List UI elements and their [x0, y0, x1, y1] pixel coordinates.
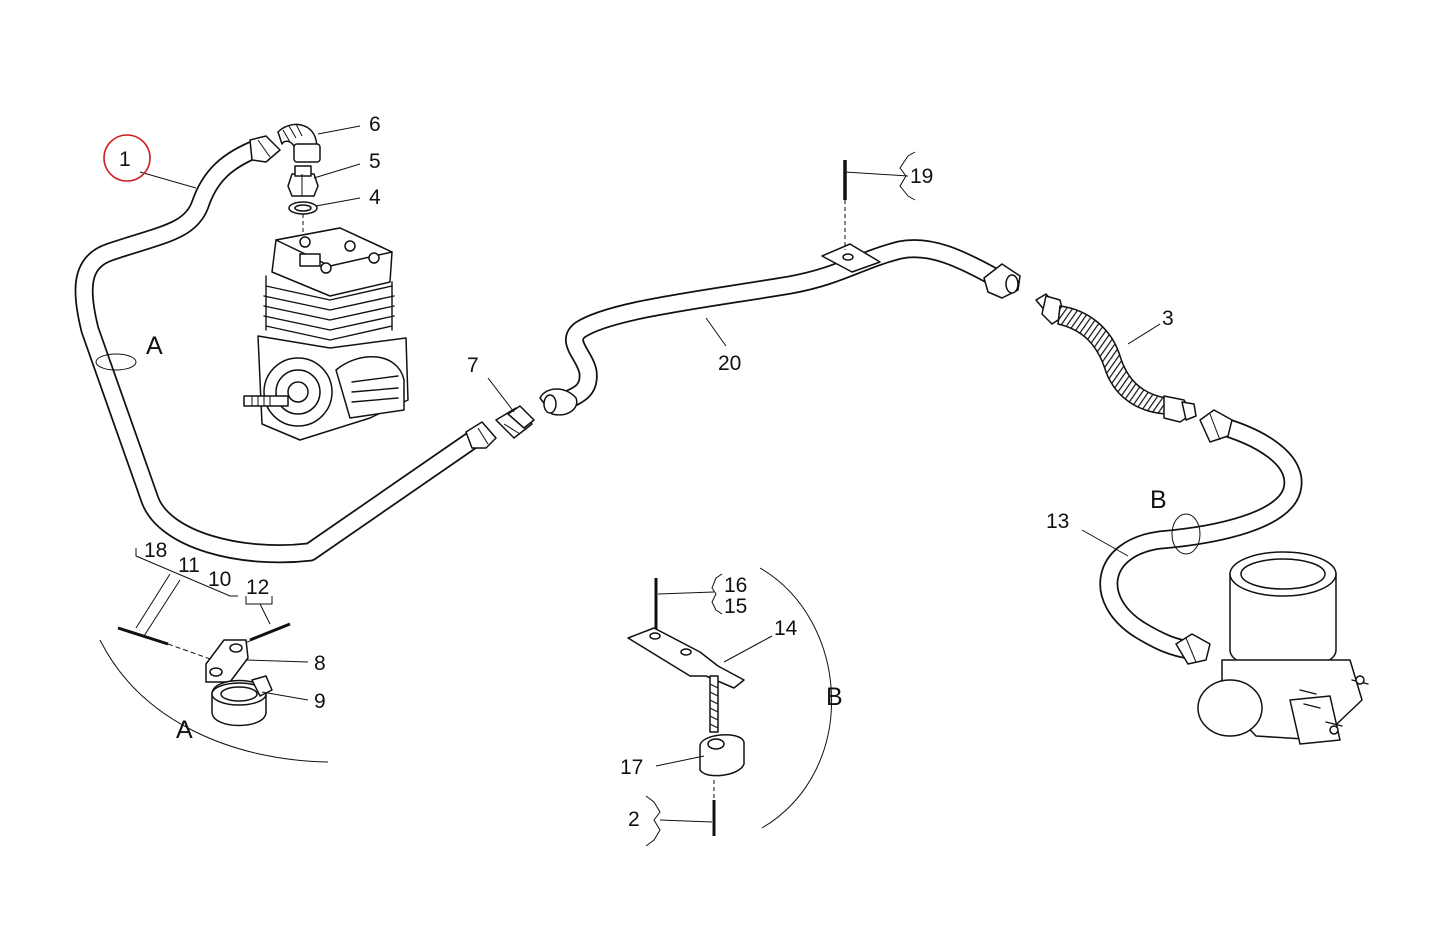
callout-15: 15 [724, 595, 747, 618]
callout-11: 11 [178, 554, 200, 577]
pipe-13-top-nut [1199, 409, 1233, 443]
pipe-1-top-nut [249, 135, 281, 163]
callout-5: 5 [369, 150, 381, 173]
callout-20: 20 [718, 352, 741, 375]
bracket-14 [627, 627, 745, 689]
callout-16: 16 [724, 574, 747, 597]
callout-17: 17 [620, 756, 643, 779]
callout-13: 13 [1046, 510, 1069, 533]
washer-4 [288, 201, 318, 215]
pipe-13-bottom-nut [1175, 633, 1211, 665]
leader-lines [135, 125, 1161, 847]
callout-14: 14 [774, 617, 798, 640]
section-a-label: A [146, 332, 163, 360]
callout-1: 1 [119, 148, 131, 171]
callout-19: 19 [910, 165, 933, 188]
detail-a [99, 622, 329, 763]
callout-18: 18 [144, 539, 167, 562]
callout-9: 9 [314, 690, 326, 713]
callout-8: 8 [314, 652, 326, 675]
callout-3: 3 [1162, 307, 1174, 330]
callout-7: 7 [467, 354, 479, 377]
callout-4: 4 [369, 186, 381, 209]
pipe-1 [74, 135, 497, 564]
callout-12: 12 [246, 576, 269, 599]
adapter-7 [495, 405, 535, 439]
hose-3 [1035, 293, 1197, 423]
detail-a-arc [99, 639, 329, 763]
detail-a-label: A [176, 716, 193, 744]
adapter-5 [287, 165, 319, 197]
callout-10: 10 [208, 568, 231, 591]
pipe-20 [539, 239, 1021, 416]
highlight-circle-item-1 [103, 134, 151, 182]
section-a-marker [95, 353, 137, 371]
pipe-1-bottom-nut [465, 421, 497, 449]
section-b-label: B [1150, 486, 1167, 514]
callout-6: 6 [369, 113, 381, 136]
pipe-13 [1099, 409, 1303, 665]
section-b-marker [1171, 513, 1201, 555]
detail-b-arc [759, 567, 832, 829]
detail-b-label: B [826, 683, 843, 711]
air-dryer [1197, 551, 1369, 745]
callout-2: 2 [628, 808, 640, 831]
detail-b [627, 567, 832, 836]
elbow-fitting-6 [277, 123, 321, 163]
air-compressor [243, 227, 409, 441]
